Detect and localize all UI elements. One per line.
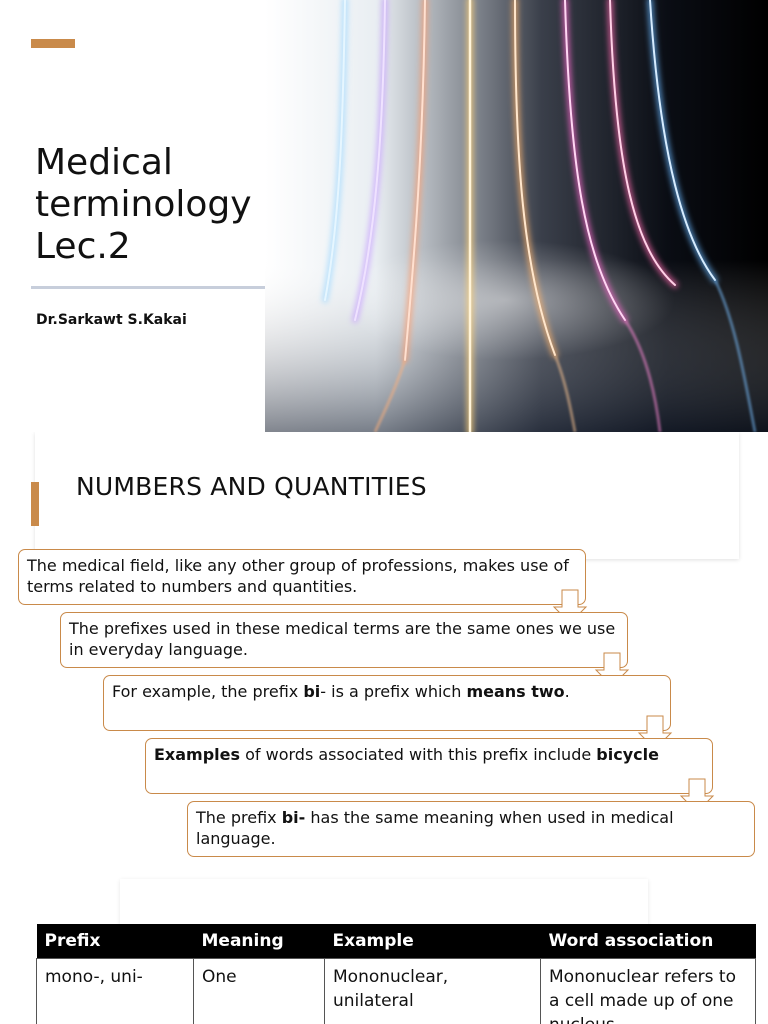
- column-header: Prefix: [36, 924, 194, 959]
- neon-light-lines-image: [265, 0, 768, 432]
- title-line: Lec.2: [35, 226, 131, 267]
- table-header-row: Prefix Meaning Example Word association: [36, 924, 756, 959]
- bold-text: means two: [466, 682, 565, 701]
- process-step: For example, the prefix bi- is a prefix …: [103, 675, 671, 731]
- slide-title: Medical terminology Lec.2: [35, 142, 252, 268]
- slide-heading: NUMBERS AND QUANTITIES: [76, 472, 427, 501]
- column-header: Example: [324, 924, 541, 959]
- bold-text: Examples: [154, 745, 241, 764]
- bold-text: bi: [303, 682, 321, 701]
- process-step: Examples of words associated with this p…: [145, 738, 713, 794]
- bold-text: bi-: [281, 808, 306, 827]
- table-cell: mono-, uni-: [36, 958, 194, 1024]
- title-line: Medical: [35, 142, 173, 183]
- content-slide: NUMBERS AND QUANTITIES The medical field…: [0, 432, 768, 1024]
- step-text: - is a prefix which: [320, 682, 467, 701]
- accent-bar: [31, 39, 75, 48]
- step-text: of words associated with this prefix inc…: [240, 745, 597, 764]
- table-row: mono-, uni- One Mononuclear, unilateral …: [36, 958, 756, 1024]
- table-cell: Mononuclear, unilateral: [324, 958, 541, 1024]
- title-line: terminology: [35, 184, 252, 225]
- column-header: Word association: [540, 924, 756, 959]
- step-text: has the same meaning when used in medica…: [196, 808, 674, 848]
- table-cell: Mononuclear refers to a cell made up of …: [540, 958, 756, 1024]
- title-slide: Medical terminology Lec.2 Dr.Sarkawt S.K…: [0, 0, 768, 432]
- process-step: The medical field, like any other group …: [18, 549, 586, 605]
- process-step: The prefixes used in these medical terms…: [60, 612, 628, 668]
- step-text: For example, the prefix: [112, 682, 304, 701]
- process-step: The prefix bi- has the same meaning when…: [187, 801, 755, 857]
- prefix-table: Prefix Meaning Example Word association …: [36, 924, 756, 1024]
- table-cell: One: [193, 958, 325, 1024]
- step-text: The medical field, like any other group …: [27, 556, 569, 596]
- bold-text: bicycle: [596, 745, 659, 764]
- column-header: Meaning: [193, 924, 325, 959]
- step-text: The prefix: [196, 808, 282, 827]
- accent-bar: [31, 482, 39, 526]
- title-divider: [31, 286, 282, 289]
- author-name: Dr.Sarkawt S.Kakai: [36, 312, 187, 328]
- step-text: The prefixes used in these medical terms…: [69, 619, 616, 659]
- heading-card: [35, 432, 739, 559]
- step-text: .: [564, 682, 570, 701]
